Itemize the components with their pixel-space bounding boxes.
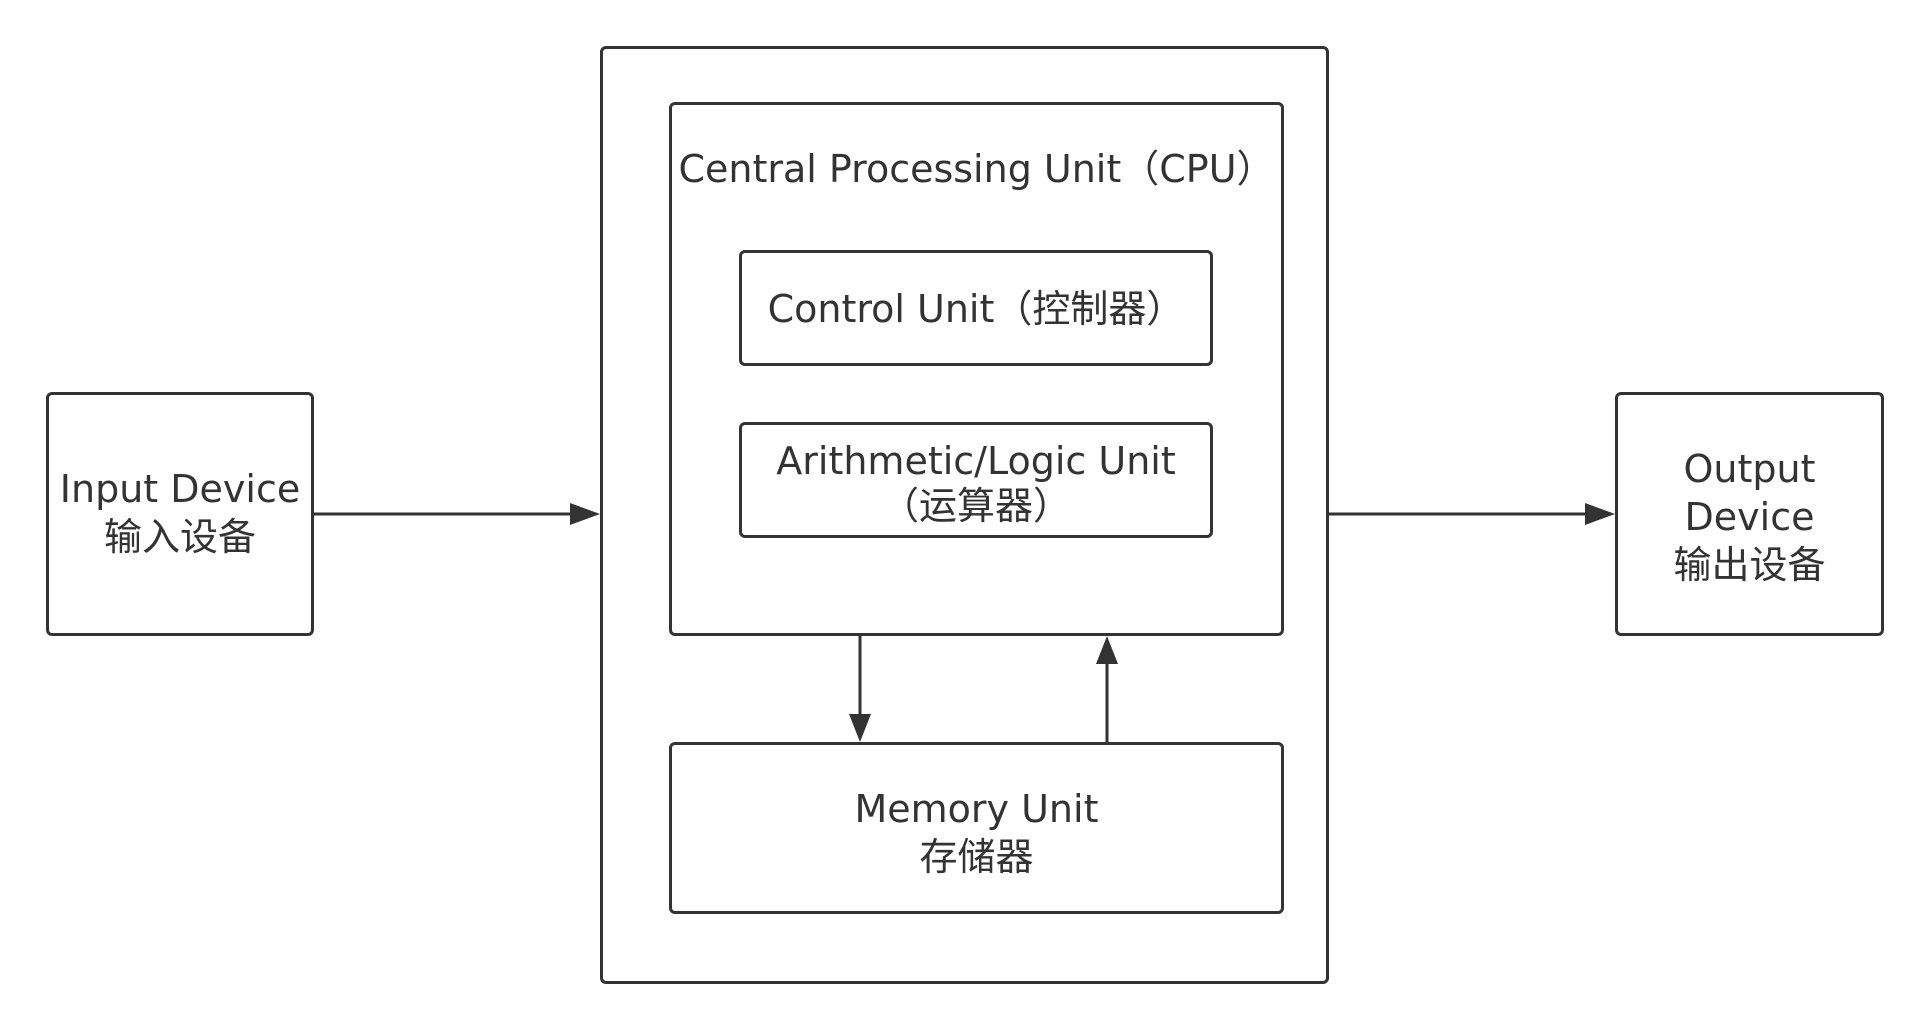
arrowhead-icon (1585, 503, 1615, 525)
alu-subtitle: （运算器） (880, 484, 1071, 528)
alu-label: Arithmetic/Logic Unit （运算器） (742, 437, 1210, 527)
input-device-subtitle: 输入设备 (103, 515, 256, 559)
memory-unit-subtitle: 存储器 (919, 835, 1034, 879)
arrow-cpu-to-memory (849, 636, 871, 742)
input-device-box: Input Device 输入设备 (46, 392, 314, 636)
alu-box: Arithmetic/Logic Unit （运算器） (739, 422, 1213, 538)
memory-unit-label: Memory Unit 存储器 (672, 785, 1281, 881)
arrowhead-icon (849, 714, 871, 742)
memory-unit-box: Memory Unit 存储器 (669, 742, 1284, 914)
cpu-title: Central Processing Unit（CPU） (678, 147, 1275, 191)
arrow-system-to-output (1329, 503, 1615, 525)
cpu-box: Central Processing Unit（CPU） (669, 102, 1284, 636)
input-device-label: Input Device 输入设备 (49, 465, 311, 561)
memory-unit-title: Memory Unit (854, 787, 1099, 831)
output-device-line2: Device (1684, 495, 1815, 539)
control-unit-label: Control Unit（控制器） (767, 287, 1185, 331)
output-device-line1: Output (1683, 447, 1816, 491)
input-device-title: Input Device (59, 467, 301, 511)
control-unit-box: Control Unit（控制器） (739, 250, 1213, 366)
arrowhead-icon (1096, 636, 1118, 664)
alu-title: Arithmetic/Logic Unit (776, 439, 1176, 483)
arrow-memory-to-cpu (1096, 636, 1118, 742)
output-device-box: Output Device 输出设备 (1615, 392, 1884, 636)
arrowhead-icon (570, 503, 600, 525)
output-device-subtitle: 输出设备 (1673, 543, 1826, 587)
output-device-label: Output Device 输出设备 (1618, 445, 1881, 589)
arrow-input-to-system (314, 503, 600, 525)
